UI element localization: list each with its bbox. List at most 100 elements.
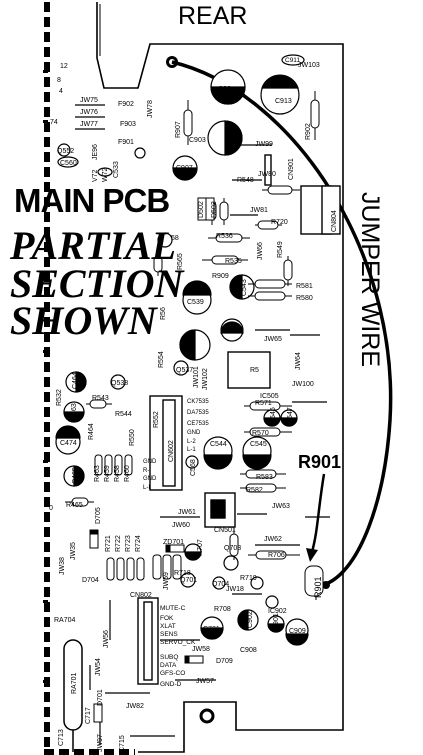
label-d709: D709 xyxy=(216,658,233,665)
label-c903: C903 xyxy=(189,137,206,144)
label-c721: C721 xyxy=(203,626,220,633)
label-r582: R582 xyxy=(246,487,263,494)
label-jw35: JW35 xyxy=(70,542,77,560)
label-q704: Q704 xyxy=(212,581,229,588)
jumper-wire-label: JUMPER WIRE xyxy=(356,192,384,367)
label-c911: C911 xyxy=(285,57,300,64)
label-c544: C544 xyxy=(210,441,227,448)
r901-arrow xyxy=(306,473,326,562)
label-r56: R56 xyxy=(160,307,167,320)
rear-title: REAR xyxy=(178,2,248,30)
ra701 xyxy=(63,639,83,752)
label-m0: 0 xyxy=(49,505,53,512)
label-r721: R721 xyxy=(105,535,112,552)
section-title: SECTION xyxy=(10,261,184,306)
label-r5: R5 xyxy=(250,367,259,374)
label-f901: F901 xyxy=(118,139,134,146)
label-ra701: RA701 xyxy=(71,672,78,694)
label-jw65: JW65 xyxy=(264,336,282,343)
label-r571: R571 xyxy=(255,400,272,407)
component-labels: 12 8 4 74 C911 JW103 C90 C913 JW75 F902 … xyxy=(49,57,338,752)
label-r543: R543 xyxy=(92,395,109,402)
label-gnd3: GND xyxy=(143,476,157,482)
label-ri: R-I xyxy=(143,468,151,474)
resistors xyxy=(65,91,324,600)
label-q701: Q701 xyxy=(180,577,197,584)
label-r458: R458 xyxy=(114,465,121,482)
label-f902: F902 xyxy=(118,101,134,108)
label-c463: C463 xyxy=(71,403,78,420)
jumper-lines xyxy=(75,104,330,745)
resistor-array xyxy=(94,454,182,581)
label-jw100: JW100 xyxy=(292,381,314,388)
label-r535: R535 xyxy=(225,258,242,265)
label-w72: W72 xyxy=(102,168,109,183)
label-c546: C546 xyxy=(270,407,277,424)
label-ic505: IC505 xyxy=(260,393,279,400)
label-c568: C568 xyxy=(190,459,197,476)
label-je96: JE96 xyxy=(92,144,99,160)
board-outline xyxy=(44,2,344,755)
jumper-wire xyxy=(166,56,393,589)
label-da7535: DA7535 xyxy=(187,410,209,416)
label-c465: C465 xyxy=(72,467,79,484)
label-jw77: JW77 xyxy=(80,121,98,128)
label-r580: R580 xyxy=(296,295,313,302)
label-m8: 8 xyxy=(57,77,61,84)
label-m4: 4 xyxy=(59,88,63,95)
label-ck7535: CK7535 xyxy=(187,399,209,405)
label-r708: R708 xyxy=(214,606,231,613)
label-c58: 58 xyxy=(171,235,179,242)
label-jw38: JW38 xyxy=(59,557,66,575)
partial-title: PARTIAL xyxy=(10,223,176,268)
label-jw64: JW64 xyxy=(295,352,302,370)
label-r465: R465 xyxy=(66,502,83,509)
label-ra704: RA704 xyxy=(54,617,76,624)
label-d705: D705 xyxy=(95,507,102,524)
label-jw80: JW80 xyxy=(258,171,276,178)
label-jw54: JW54 xyxy=(95,658,102,676)
label-jw60: JW60 xyxy=(172,522,190,529)
label-r718: R718 xyxy=(174,570,191,577)
label-d502: D502 xyxy=(198,201,205,218)
label-jw97: JW97 xyxy=(97,734,104,752)
label-data: DATA xyxy=(160,662,177,669)
label-fok: FOK xyxy=(160,615,174,622)
label-jw99: JW99 xyxy=(255,141,273,148)
label-c543: C543 xyxy=(241,279,248,296)
label-r565: R565 xyxy=(177,253,184,270)
label-m74: 74 xyxy=(50,119,58,126)
label-r724: R724 xyxy=(135,535,142,552)
label-c902: C902 xyxy=(247,611,254,628)
label-cn501: CN501 xyxy=(214,527,236,534)
label-c539: C539 xyxy=(187,299,204,306)
label-r549: R549 xyxy=(277,241,284,258)
connectors xyxy=(137,154,341,685)
label-c907: C907 xyxy=(176,165,193,172)
label-cn901: CN901 xyxy=(288,158,295,180)
r901-callout-label: R901 xyxy=(298,452,342,472)
label-r707: R707 xyxy=(197,539,204,556)
label-r907: R907 xyxy=(175,121,182,138)
label-r720: R720 xyxy=(271,219,288,226)
label-jw81: JW81 xyxy=(250,207,268,214)
label-r583: R583 xyxy=(256,474,273,481)
label-r570: R570 xyxy=(252,430,269,437)
main-pcb-title: MAIN PCB xyxy=(14,182,170,219)
mounting-hole xyxy=(199,708,215,724)
label-r459: R459 xyxy=(104,465,111,482)
label-gnd2: GND xyxy=(143,459,157,465)
label-jw101: JW101 xyxy=(193,366,200,388)
label-c540: C540 xyxy=(185,335,192,352)
label-jw61: JW61 xyxy=(178,509,196,516)
label-r536: R536 xyxy=(216,233,233,240)
label-r548: R548 xyxy=(237,177,254,184)
label-jw62: JW62 xyxy=(264,536,282,543)
electrolytic-capacitors xyxy=(55,69,309,646)
label-q703: Q703 xyxy=(224,545,241,552)
label-d701: D701 xyxy=(97,689,104,706)
label-jw63: JW63 xyxy=(272,503,290,510)
label-cn802: CN802 xyxy=(130,592,152,599)
label-c913: C913 xyxy=(275,98,292,105)
